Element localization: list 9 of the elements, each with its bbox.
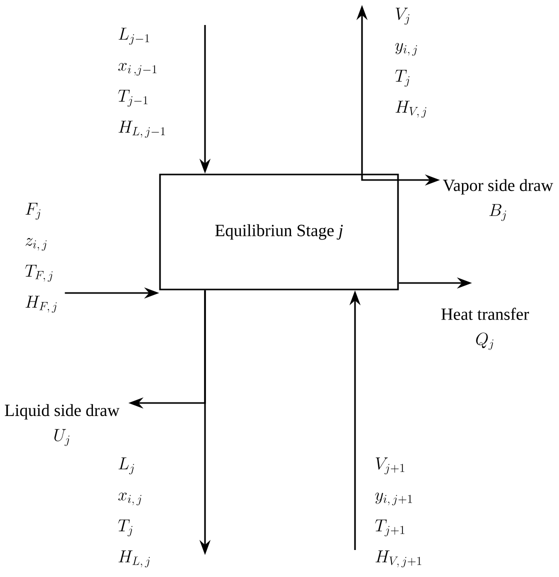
side-draw-label: Liquid side draw $U_j$ — [4, 404, 120, 446]
stream-variables: $F_j$ $z_{i,\,j}$ $T_{F,\,j}$ $H_{F,\,j}$ — [25, 202, 57, 313]
stream-variables: $V_{j+1}$ $y_{i,\,j+1}$ $T_{j+1}$ $H_{V,\,j+1}$ — [375, 457, 422, 568]
heat-transfer-label: Heat transfer $Q_j$ — [441, 308, 529, 350]
side-draw-label: Vapor side draw $B_j$ — [442, 179, 554, 221]
stream-variables: $L_{j-1}$ $x_{i\,,j-1}$ $T_{j-1}$ $H_{L,\,j-1}$ — [118, 28, 165, 138]
stream-variables: $L_j$ $x_{i,\,j}$ $T_j$ $H_{L,\,j}$ — [118, 457, 150, 568]
stage-box: Equilibriun Stage j — [159, 174, 399, 290]
stream-variables: $V_j$ $y_{i,\,j}$ $T_j$ $H_{V,\,j}$ — [395, 8, 426, 118]
